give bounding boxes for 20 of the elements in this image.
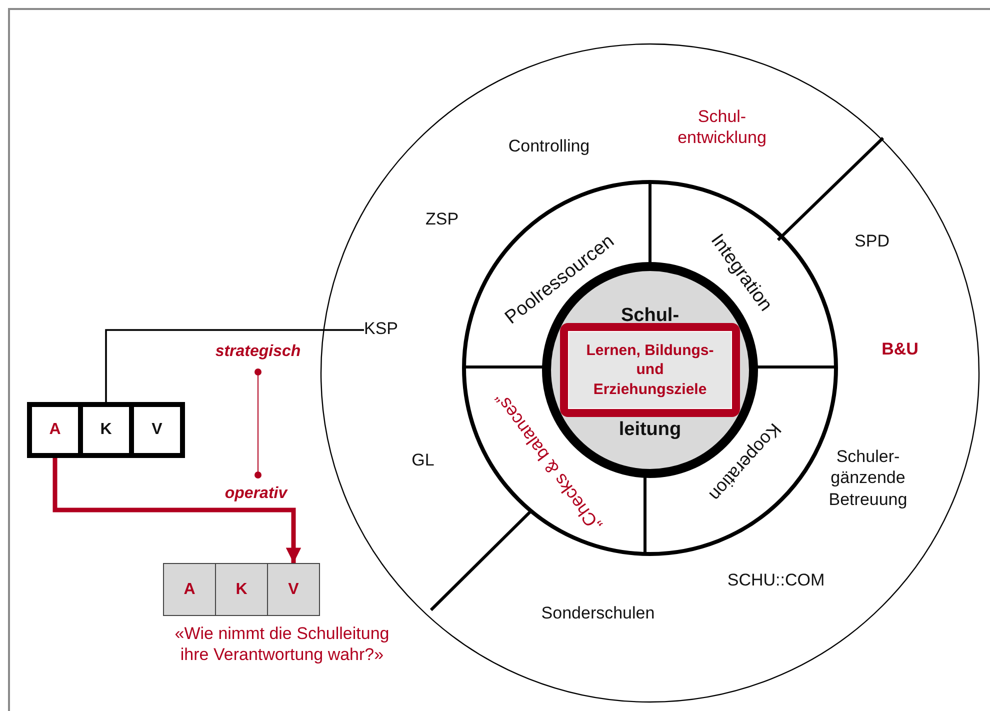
diagram-label: B&U: [882, 338, 918, 360]
connector: [105, 329, 364, 402]
diagram-label: ZSP: [425, 208, 459, 230]
diagram-label: SPD: [854, 230, 890, 252]
diagram-label: operativ: [224, 484, 288, 504]
connector: [52, 458, 302, 563]
diagram-label: strategisch: [215, 342, 301, 362]
diagram-label: «Wie nimmt die Schulleitung ihre Verantwortung wahr?»: [174, 622, 390, 666]
akv-cell: A: [163, 563, 216, 616]
akv-cell: K: [215, 563, 268, 616]
goals-box: Lernen, Bildungs- und Erziehungsziele: [560, 323, 740, 417]
diagram-label: Sonderschulen: [541, 602, 655, 624]
diagram-label: Schuler- gänzende Betreuung: [828, 446, 908, 510]
circle-heading: leitung: [618, 419, 682, 441]
diagram-label: GL: [412, 449, 434, 471]
diagram-label: SCHU::COM: [727, 569, 825, 591]
akv-cell: V: [267, 563, 320, 616]
diagram-label: Controlling: [508, 135, 590, 157]
diagram-label: Schul- entwicklung: [676, 106, 768, 148]
ring-label: KSP: [364, 319, 408, 341]
